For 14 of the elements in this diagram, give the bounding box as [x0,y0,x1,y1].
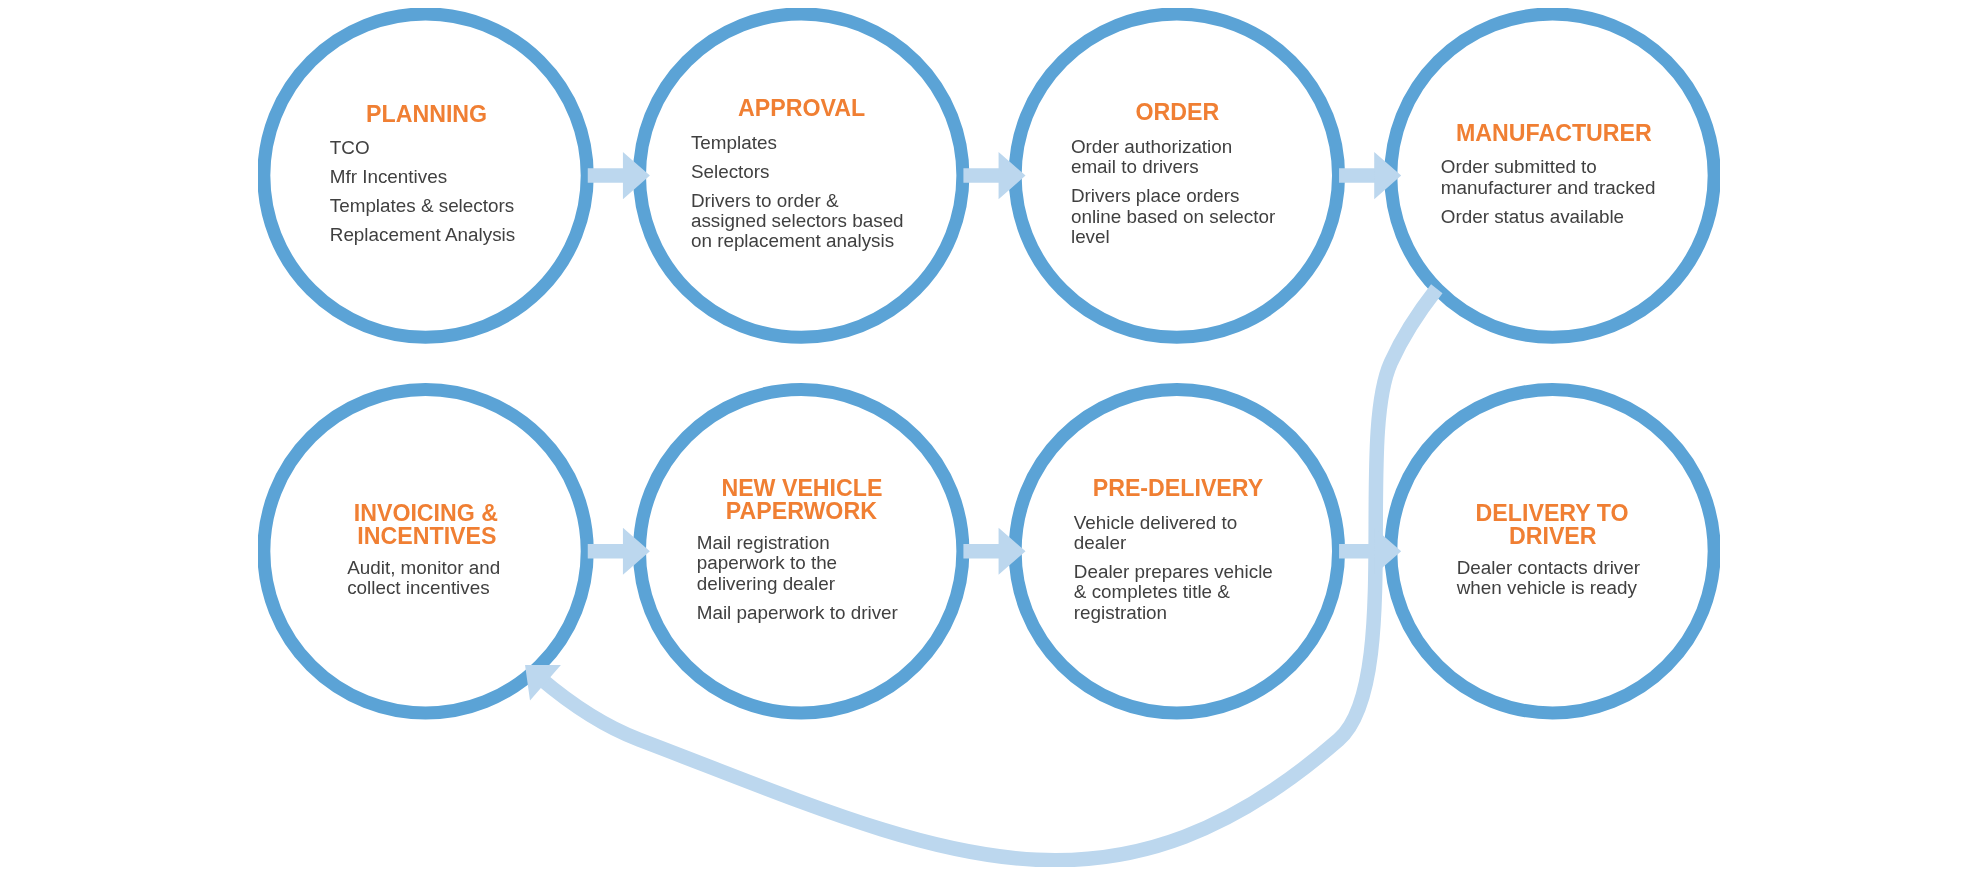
arrow [587,152,650,200]
arrow [525,284,1443,867]
arrow [587,527,650,575]
node-circle: PLANNING TCO Mfr Incentives Templates & selectors Replacement Analysis [258,8,594,344]
arrow [963,527,1026,575]
node-circle: DELIVERY TO DRIVER Dealer contacts driver when vehicle is ready [1384,383,1720,720]
node-circle: NEW VEHICLE PAPERWORK Mail registration paperwork to the delivering dealer Mail paperwork to driver [632,383,970,720]
arrow [963,152,1026,200]
node-circle: APPROVAL Templates Selectors Drivers to order & assigned selectors based on replacement analysis [632,8,970,344]
node-circle: MANUFACTURER Order submitted to manufacturer and tracked Order status available [1384,8,1720,344]
node-circle: INVOICING & INCENTIVES Audit, monitor and collect incentives [258,383,594,720]
arrow [1339,152,1402,200]
node-circle: PRE-DELIVERY Vehicle delivered to dealer Dealer prepares vehicle & completes title & registration [1008,383,1346,720]
node-circle: ORDER Order authorization email to drivers Drivers place orders online based on selector level [1008,8,1346,344]
